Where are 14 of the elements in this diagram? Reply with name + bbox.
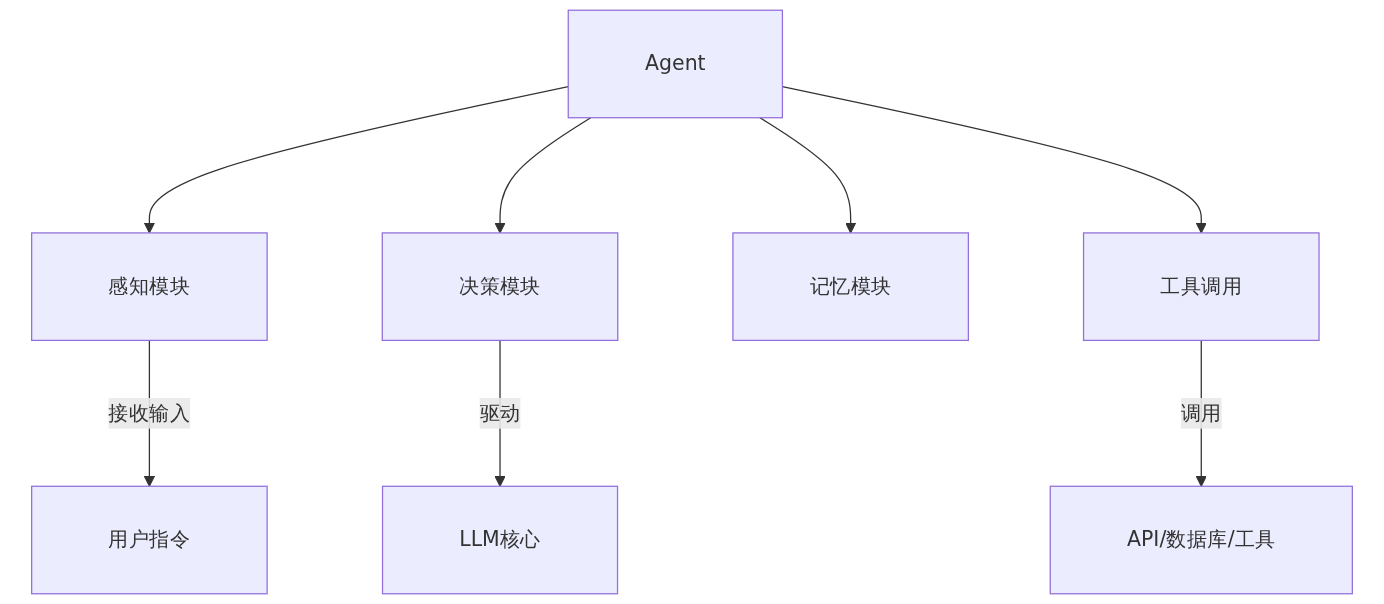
node-box: 工具调用: [1082, 232, 1320, 342]
arrow: [143, 86, 569, 234]
edge-label: 调用: [1180, 400, 1222, 425]
node-box: 感知模块: [31, 232, 268, 342]
node-box: LLM核心: [381, 485, 619, 595]
node-box: 用户指令: [31, 485, 268, 595]
node-box: API/数据库/工具: [1049, 485, 1353, 595]
node-box: 决策模块: [381, 232, 619, 342]
node-box: Agent: [567, 9, 784, 119]
arrow: [759, 117, 857, 234]
arrow: [494, 117, 592, 234]
node-box: 记忆模块: [732, 232, 969, 342]
edge-label: 驱动: [479, 400, 521, 425]
edge-label: 接收输入: [108, 400, 191, 425]
